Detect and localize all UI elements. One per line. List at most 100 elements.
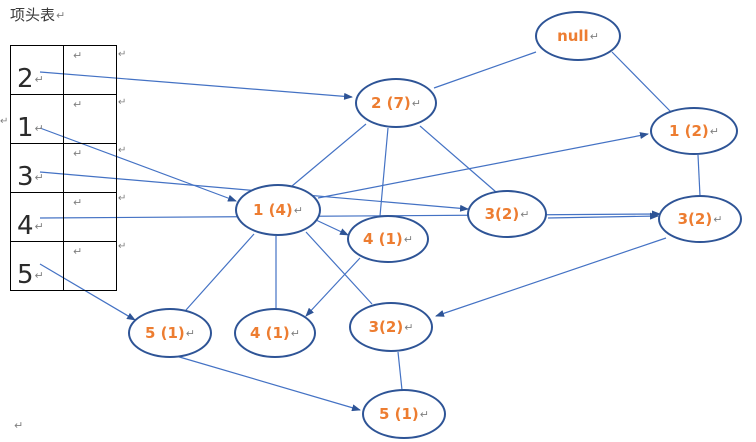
node-n4_1_a[interactable]: 4 (1)↵ — [347, 215, 429, 263]
item-header-table-body: 2↵ ↵ 1↵ ↵ 3↵ ↵ — [10, 45, 117, 291]
pilcrow-mark-row-0: ↵ — [118, 49, 127, 60]
edge-n3_2_b-to-n3_2_c — [435, 237, 667, 317]
pilcrow-mark: ↵ — [520, 208, 530, 221]
table-row[interactable]: 3↵ ↵ — [10, 143, 117, 193]
pilcrow-mark: ↵ — [34, 73, 44, 86]
node-n3_2_a[interactable]: 3(2)↵ — [467, 190, 547, 238]
table-cell-value-inner: ↵ — [72, 99, 82, 111]
pilcrow-mark: ↵ — [589, 30, 599, 43]
pilcrow-mark-row-4: ↵ — [118, 241, 127, 252]
table-cell-key[interactable]: 1↵ — [10, 94, 64, 144]
pilcrow-mark-row-1: ↵ — [118, 97, 127, 108]
node-label: 4 (1)↵ — [362, 230, 414, 248]
edge-n1_4-to-n5_1_a — [185, 233, 255, 311]
table-cell-key[interactable]: 2↵ — [10, 45, 64, 95]
table-cell-key-inner: 2↵ — [17, 66, 44, 92]
page-title-text: 项头表 — [10, 6, 56, 24]
node-label: 2 (7)↵ — [370, 94, 422, 112]
table-cell-value-inner: ↵ — [72, 50, 82, 62]
pilcrow-mark: ↵ — [73, 245, 83, 258]
pilcrow-mark: ↵ — [293, 204, 304, 217]
table-cell-value[interactable]: ↵ — [63, 192, 117, 242]
node-label: 4 (1)↵ — [249, 324, 301, 342]
node-label: 1 (4)↵ — [252, 201, 304, 219]
edge-n3_2_a-to-n3_2_b — [547, 212, 659, 220]
edge-n2_7-to-n1_4 — [291, 123, 367, 187]
node-label: 3(2)↵ — [484, 205, 530, 223]
edge-n1_4-to-n4_1_a — [315, 219, 349, 236]
pilcrow-mark: ↵ — [73, 49, 83, 62]
pilcrow-mark: ↵ — [404, 321, 414, 334]
pilcrow-mark: ↵ — [34, 220, 44, 233]
table-row[interactable]: 2↵ ↵ — [10, 45, 117, 95]
table-key-label-3: 4 — [17, 211, 34, 241]
table-cell-value[interactable]: ↵ — [63, 45, 117, 95]
pilcrow-mark: ↵ — [73, 196, 83, 209]
node-label: 5 (1)↵ — [144, 324, 196, 342]
pilcrow-mark: ↵ — [403, 233, 414, 246]
page-title: 项头表↵ — [10, 4, 65, 25]
edge-n1_4-to-n1_2 — [317, 132, 649, 199]
pilcrow-mark: ↵ — [56, 9, 66, 22]
table-row[interactable]: 1↵ ↵ — [10, 94, 117, 144]
pilcrow-mark: ↵ — [419, 408, 430, 421]
table-row[interactable]: 4↵ ↵ — [10, 192, 117, 242]
node-n3_2_b[interactable]: 3(2)↵ — [658, 195, 742, 243]
edge-n2_7-to-n3_2_a — [419, 125, 497, 193]
pilcrow-mark: ↵ — [713, 213, 723, 226]
pilcrow-mark-bottom: ↵ — [14, 419, 24, 432]
pilcrow-mark: ↵ — [709, 125, 720, 138]
edge-n5_1_a-to-n5_1_b — [175, 355, 361, 412]
table-key-label-2: 3 — [17, 162, 34, 192]
table-cell-key-inner: 4↵ — [17, 213, 44, 239]
table-cell-key[interactable]: 4↵ — [10, 192, 64, 242]
pilcrow-mark: ↵ — [73, 147, 83, 160]
table-key-label-1: 1 — [17, 113, 34, 143]
table-key-label-4: 5 — [17, 260, 34, 290]
node-n5_1_a[interactable]: 5 (1)↵ — [128, 308, 212, 358]
node-label: 3(2)↵ — [677, 210, 723, 228]
pilcrow-mark: ↵ — [290, 327, 301, 340]
node-n3_2_c[interactable]: 3(2)↵ — [349, 302, 433, 352]
pilcrow-mark: ↵ — [185, 327, 196, 340]
node-n1_2[interactable]: 1 (2)↵ — [650, 107, 738, 155]
table-cell-key[interactable]: 3↵ — [10, 143, 64, 193]
node-label: 1 (2)↵ — [668, 122, 720, 140]
edge-n2_7-to-null — [433, 51, 537, 89]
table-cell-value[interactable]: ↵ — [63, 94, 117, 144]
pilcrow-mark: ↵ — [411, 97, 422, 110]
table-cell-key[interactable]: 5↵ — [10, 241, 64, 291]
edge-n1_4-to-n3_2_c — [305, 231, 373, 305]
edge-n4_1_a-to-n4_1_b — [305, 257, 361, 317]
table-cell-key-inner: 5↵ — [17, 262, 44, 288]
node-n5_1_b[interactable]: 5 (1)↵ — [362, 389, 446, 439]
node-label: 5 (1)↵ — [378, 405, 430, 423]
edge-n3_2_c-to-n5_1_b — [397, 351, 403, 391]
table-row[interactable]: 5↵ ↵ — [10, 241, 117, 291]
table-cell-value-inner: ↵ — [72, 246, 82, 258]
pilcrow-mark-left-margin: ↵ — [0, 116, 9, 127]
pilcrow-mark: ↵ — [73, 98, 83, 111]
node-n4_1_b[interactable]: 4 (1)↵ — [234, 308, 316, 358]
node-label: null↵ — [557, 27, 599, 45]
pilcrow-mark: ↵ — [34, 269, 44, 282]
node-n1_4[interactable]: 1 (4)↵ — [235, 184, 321, 236]
pilcrow-mark: ↵ — [34, 171, 44, 184]
table-cell-value[interactable]: ↵ — [63, 143, 117, 193]
edge-n2_7-to-n4_1_a — [379, 127, 389, 217]
table-key-label-0: 2 — [17, 64, 34, 94]
node-null[interactable]: null↵ — [535, 11, 621, 61]
table-cell-value[interactable]: ↵ — [63, 241, 117, 291]
edge-null-to-n1_2 — [611, 51, 673, 114]
pilcrow-mark-row-2: ↵ — [118, 145, 127, 156]
table-cell-value-inner: ↵ — [72, 148, 82, 160]
pilcrow-mark: ↵ — [34, 122, 44, 135]
node-n2_7[interactable]: 2 (7)↵ — [355, 78, 437, 128]
edge-table-row-4-to-n3_2_b — [39, 210, 661, 219]
table-cell-value-inner: ↵ — [72, 197, 82, 209]
item-header-table: 2↵ ↵ 1↵ ↵ 3↵ ↵ — [10, 45, 117, 291]
table-cell-key-inner: 3↵ — [17, 164, 44, 190]
edge-n1_2-to-n3_2_b — [697, 154, 701, 197]
node-label: 3(2)↵ — [368, 318, 414, 336]
